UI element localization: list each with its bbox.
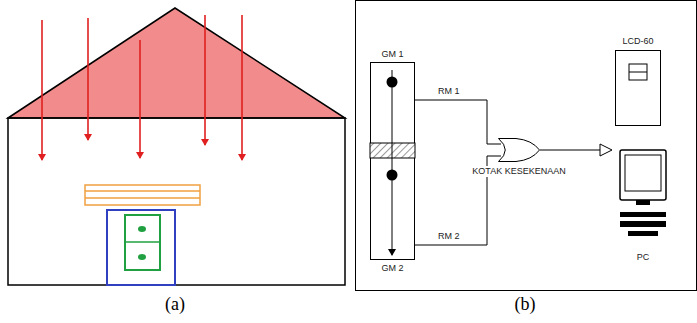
cabinet — [107, 210, 175, 285]
node-label: GM 2 — [380, 263, 404, 274]
shelf — [85, 185, 200, 205]
node-label: KOTAK KESEKENAAN — [471, 166, 566, 177]
node-label: LCD-60 — [621, 36, 654, 47]
panel-caption: (a) — [165, 294, 185, 315]
signal-label: RM 1 — [437, 86, 461, 97]
detector-unit — [125, 215, 160, 270]
radiation-arrows — [42, 15, 242, 160]
node-label: PC — [636, 252, 651, 263]
detector-gm1: GM 1 — [370, 62, 415, 143]
signal-label: RM 2 — [437, 231, 461, 242]
house-illustration — [8, 8, 345, 285]
panel-caption: (b) — [515, 294, 536, 315]
pc-shape — [618, 148, 668, 248]
lcd-shape — [615, 50, 661, 126]
node-label: GM 1 — [380, 49, 404, 60]
signal-wire — [415, 100, 501, 144]
gate-shape — [498, 138, 540, 162]
gate-output — [540, 144, 612, 156]
detector-gm2: GM 2 — [370, 158, 415, 260]
pc-computer: PC — [618, 148, 668, 248]
panel-frame — [356, 1, 697, 291]
lcd-display: LCD-60 — [615, 50, 661, 126]
detector-tube — [370, 70, 415, 255]
coincidence-gate: KOTAK KESEKENAAN — [498, 138, 540, 162]
